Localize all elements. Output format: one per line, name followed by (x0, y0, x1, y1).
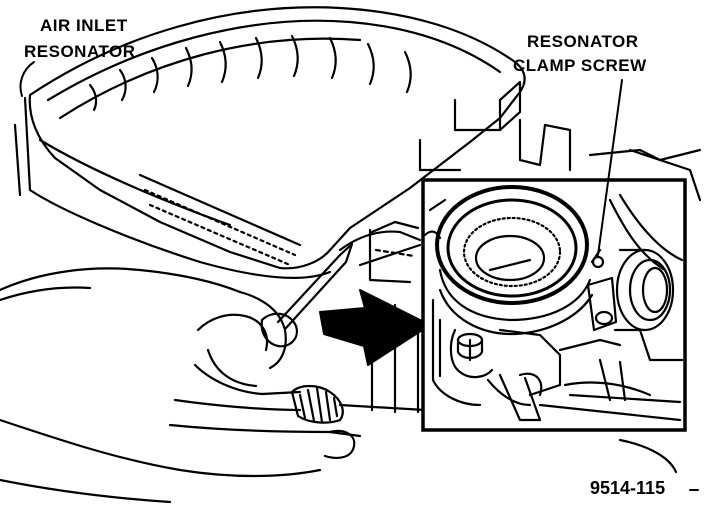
leader-line-clamp-screw (597, 79, 623, 256)
direction-arrow (319, 289, 431, 366)
inset-detail (421, 178, 687, 432)
label-clamp-line2: CLAMP SCREW (513, 56, 647, 75)
air-inlet-resonator-housing (13, 6, 526, 279)
leader-line-air-inlet (19, 61, 35, 97)
hand-with-screwdriver (0, 242, 362, 504)
label-clamp-line1: RESONATOR (527, 32, 639, 51)
label-air-inlet-line1: AIR INLET (40, 16, 128, 35)
figure-number: 9514-115 (590, 478, 666, 498)
label-air-inlet-line2: RESONATOR (24, 42, 136, 61)
